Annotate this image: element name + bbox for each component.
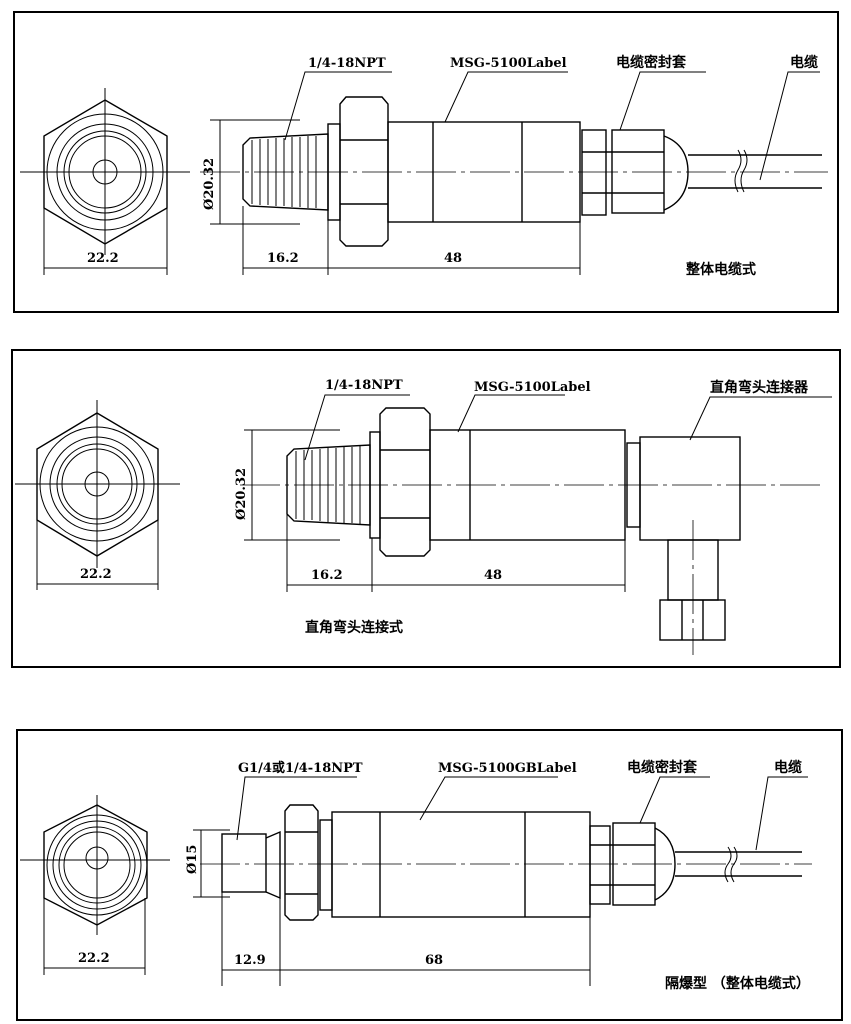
callouts: 1/4-18NPT MSG-5100Label 电缆密封套 电缆 整体电缆式: [284, 54, 820, 278]
panel-explosion-proof: Ø15 22.2 12.9 68 G1/4或1/4-18NPT MSG-5100…: [16, 729, 843, 1021]
thread-label: G1/4或1/4-18NPT: [238, 760, 363, 776]
panel-frame: [11, 349, 841, 668]
cable-label: 电缆: [774, 759, 802, 776]
dimensions: Ø20.32 22.2 16.2 48: [36, 429, 626, 592]
dimensions: Ø20.32 22.2 16.2 48: [43, 119, 581, 275]
thread-label: 1/4-18NPT: [325, 378, 403, 393]
callouts: G1/4或1/4-18NPT MSG-5100GBLabel 电缆密封套 电缆 …: [236, 759, 810, 992]
connector-label: 直角弯头连接器: [710, 379, 809, 396]
model-label: MSG-5100Label: [450, 56, 567, 71]
hex-end-view: [20, 795, 170, 935]
caption: 整体电缆式: [685, 261, 756, 278]
cable-label: 电缆: [790, 54, 818, 71]
hex-dim: 22.2: [78, 951, 110, 966]
body-length-dim: 48: [484, 568, 502, 583]
body-length-dim: 68: [425, 953, 443, 968]
hex-end-view: [15, 400, 180, 568]
sensor-side-view: [200, 804, 812, 921]
diameter-dim: Ø15: [185, 845, 200, 874]
thread-length-dim: 16.2: [267, 251, 299, 266]
panel-right-angle-connector: Ø20.32 22.2 16.2 48 1/4-18NPT MSG-5100La…: [11, 349, 841, 668]
model-label: MSG-5100GBLabel: [438, 761, 577, 776]
hex-dim: 22.2: [87, 251, 119, 266]
sensor-side-view: [200, 96, 828, 247]
thread-length-dim: 12.9: [234, 953, 266, 968]
caption: 隔爆型 （整体电缆式）: [665, 975, 810, 992]
body-length-dim: 48: [444, 251, 462, 266]
gland-label: 电缆密封套: [616, 54, 686, 71]
callouts: 1/4-18NPT MSG-5100Label 直角弯头连接器 直角弯头连接式: [304, 378, 832, 636]
hex-end-view: [20, 88, 190, 255]
hex-dim: 22.2: [80, 567, 112, 582]
panel-integral-cable: Ø20.32 22.2 16.2 48 1/4-18NPT MSG-5100La…: [13, 11, 839, 313]
sensor-side-view: [240, 407, 820, 655]
thread-length-dim: 16.2: [311, 568, 343, 583]
model-label: MSG-5100Label: [474, 380, 591, 395]
diameter-dim: Ø20.32: [234, 468, 249, 520]
panel-frame: [13, 11, 839, 313]
diameter-dim: Ø20.32: [202, 158, 217, 210]
panel-frame: [16, 729, 843, 1021]
caption: 直角弯头连接式: [305, 619, 403, 636]
gland-label: 电缆密封套: [627, 759, 697, 776]
dimensions: Ø15 22.2 12.9 68: [43, 829, 591, 986]
thread-label: 1/4-18NPT: [308, 56, 386, 71]
